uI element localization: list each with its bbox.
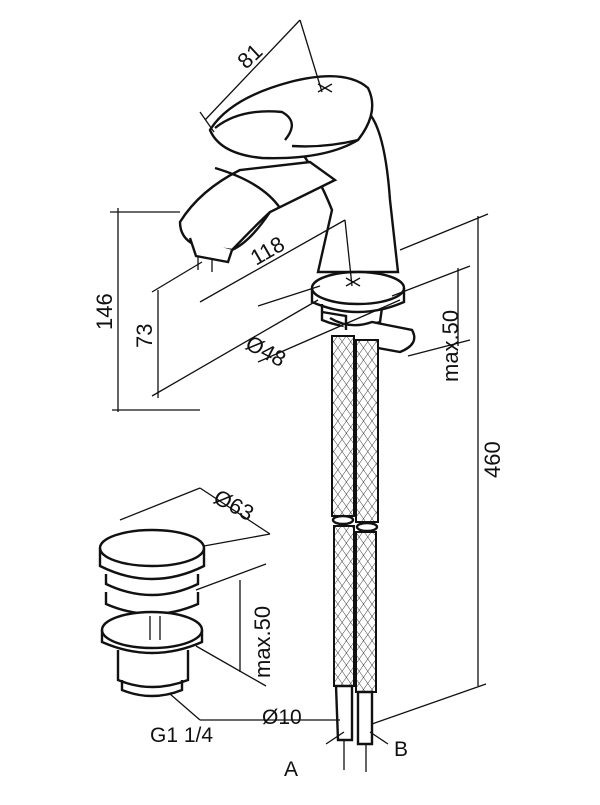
label-hose-diameter: Ø10 [262, 706, 302, 729]
label-thread: G1 1/4 [150, 724, 213, 747]
lever-handle [208, 75, 374, 160]
dim-mount-thickness-waste: max.50 [250, 606, 275, 678]
dim-lever-length: 118 [246, 231, 289, 270]
dimension-lines-waste [119, 487, 389, 745]
tap-body [178, 75, 416, 354]
label-connection-b: B [394, 738, 408, 761]
fixing-plate [329, 316, 416, 354]
hose-b [355, 339, 379, 772]
hose-a [331, 335, 355, 770]
dim-hose-length: 460 [480, 441, 505, 478]
pop-up-waste [98, 528, 206, 698]
dim-spout-reach: 81 [232, 39, 267, 74]
label-connection-a: A [284, 758, 298, 781]
spout [178, 160, 338, 252]
dim-total-height: 146 [92, 293, 117, 330]
tap-base [310, 270, 406, 306]
dim-outlet-height: 73 [132, 324, 157, 348]
dim-waste-diameter: Ø63 [210, 484, 258, 526]
dim-mount-thickness-tap: max.50 [438, 310, 463, 382]
dimension-lines-tap [110, 19, 489, 725]
dim-base-diameter: Ø48 [242, 330, 290, 372]
